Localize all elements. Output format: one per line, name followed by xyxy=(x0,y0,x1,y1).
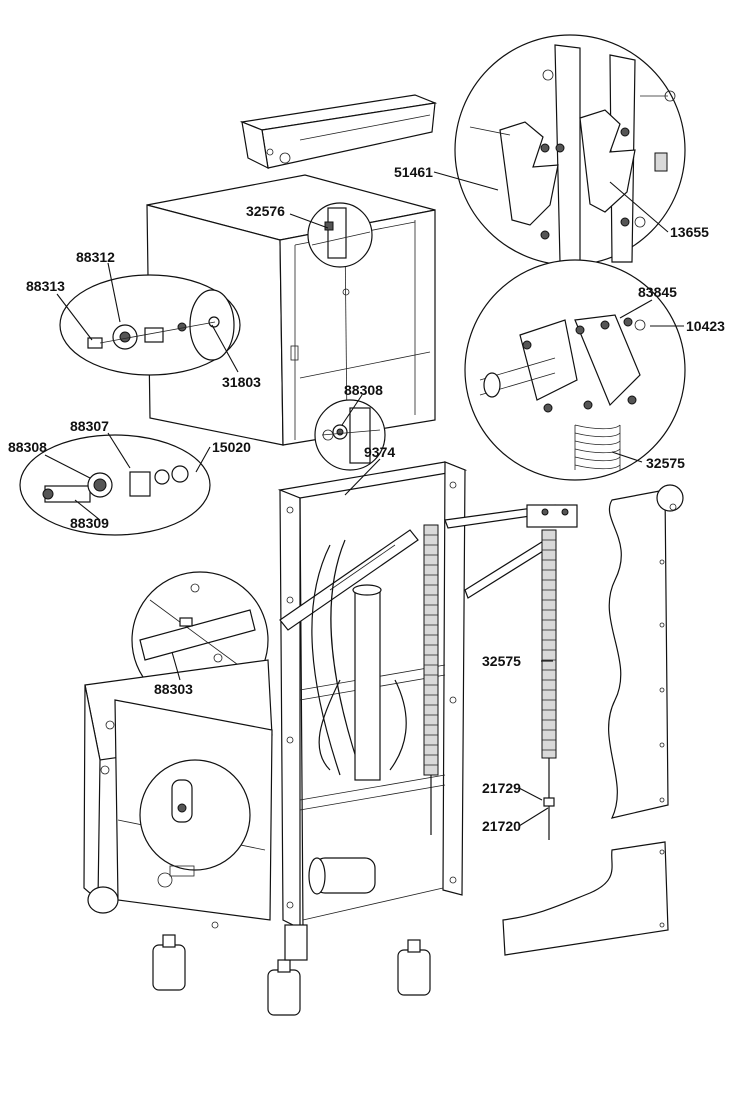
top-bracket xyxy=(239,94,438,170)
leader-lines xyxy=(44,171,684,827)
detail-ellipse-88312 xyxy=(59,274,241,376)
callout-88308-a: 88308 xyxy=(344,382,383,398)
callout-51461: 51461 xyxy=(394,164,433,180)
spring-32575 xyxy=(526,504,578,840)
lower-panel xyxy=(502,841,669,956)
callout-31803: 31803 xyxy=(222,374,261,390)
callout-32575-a: 32575 xyxy=(646,455,685,471)
callout-32575-b: 32575 xyxy=(482,653,521,669)
detail-circle-top xyxy=(454,34,686,266)
callout-88308-b: 88308 xyxy=(8,439,47,455)
callout-10423: 10423 xyxy=(686,318,725,334)
callout-15020: 15020 xyxy=(212,439,251,455)
detail-ellipse-88307 xyxy=(19,434,211,536)
frame-spring xyxy=(423,524,439,835)
foot-left xyxy=(152,934,186,991)
detail-circle-88308 xyxy=(314,399,386,471)
callout-88312: 88312 xyxy=(76,249,115,265)
callout-88303: 88303 xyxy=(154,681,193,697)
foot-right xyxy=(397,939,431,996)
callout-88307: 88307 xyxy=(70,418,109,434)
callout-32576: 32576 xyxy=(246,203,285,219)
callout-88309: 88309 xyxy=(70,515,109,531)
foot-back xyxy=(284,924,308,961)
side-panel xyxy=(608,484,684,819)
callout-21729: 21729 xyxy=(482,780,521,796)
callout-9374: 9374 xyxy=(364,444,395,460)
callout-13655: 13655 xyxy=(670,224,709,240)
callout-88313: 88313 xyxy=(26,278,65,294)
callout-83845: 83845 xyxy=(638,284,677,300)
detail-circle-32576 xyxy=(307,202,373,268)
front-panel xyxy=(83,659,273,929)
callout-21720: 21720 xyxy=(482,818,521,834)
callout-labels: 51461 13655 32576 88312 88313 31803 8384… xyxy=(8,164,725,834)
feet xyxy=(152,924,431,1016)
main-frame xyxy=(277,461,559,931)
detail-circle-spring xyxy=(464,259,686,481)
foot-middle xyxy=(267,959,301,1016)
